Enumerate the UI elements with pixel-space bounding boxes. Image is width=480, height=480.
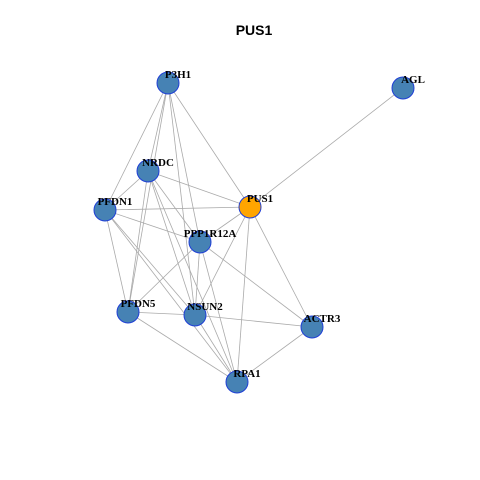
node-label-nsun2: NSUN2 bbox=[187, 301, 223, 313]
edge-ppp1r12a-rpa1 bbox=[199, 241, 238, 383]
edge-actr3-rpa1 bbox=[236, 326, 313, 383]
edge-pus1-actr3 bbox=[249, 206, 313, 328]
edge-nsun2-actr3 bbox=[194, 314, 313, 328]
node-label-agl: AGL bbox=[401, 74, 425, 86]
node-label-actr3: ACTR3 bbox=[304, 313, 341, 325]
edge-nrdc-pus1 bbox=[147, 170, 251, 208]
edge-pfdn1-nsun2 bbox=[104, 209, 196, 316]
node-nrdc[interactable] bbox=[136, 159, 160, 183]
node-ppp1r12a[interactable] bbox=[188, 230, 212, 254]
edge-p3h1-pus1 bbox=[167, 82, 251, 208]
edge-p3h1-ppp1r12a bbox=[167, 82, 201, 243]
edge-p3h1-pfdn5 bbox=[127, 82, 169, 313]
edge-p3h1-nrdc bbox=[147, 82, 169, 172]
edge-pfdn1-pus1 bbox=[104, 206, 251, 211]
edge-ppp1r12a-nsun2 bbox=[194, 241, 201, 316]
edge-nrdc-ppp1r12a bbox=[147, 170, 201, 243]
edge-pfdn1-pfdn5 bbox=[104, 209, 129, 313]
edge-pfdn1-rpa1 bbox=[104, 209, 238, 383]
edge-p3h1-nsun2 bbox=[167, 82, 196, 316]
node-pfdn5[interactable] bbox=[116, 300, 140, 324]
edge-pfdn1-ppp1r12a bbox=[104, 209, 201, 243]
node-label-pfdn1: PFDN1 bbox=[98, 196, 133, 208]
node-agl[interactable] bbox=[391, 76, 415, 100]
node-label-p3h1: P3H1 bbox=[165, 69, 191, 81]
edge-nsun2-rpa1 bbox=[194, 314, 238, 383]
edges-layer bbox=[104, 82, 404, 383]
edge-pus1-rpa1 bbox=[236, 206, 251, 383]
node-label-nrdc: NRDC bbox=[142, 157, 174, 169]
node-actr3[interactable] bbox=[300, 315, 324, 339]
edge-pus1-nsun2 bbox=[194, 206, 251, 316]
edge-nrdc-nsun2 bbox=[147, 170, 196, 316]
edge-p3h1-pfdn1 bbox=[104, 82, 169, 211]
node-pus1[interactable] bbox=[238, 195, 262, 219]
node-label-ppp1r12a: PPP1R12A bbox=[184, 228, 237, 240]
node-rpa1[interactable] bbox=[225, 370, 249, 394]
node-label-pus1: PUS1 bbox=[247, 193, 273, 205]
node-label-rpa1: RPA1 bbox=[233, 368, 260, 380]
node-p3h1[interactable] bbox=[156, 71, 180, 95]
edge-ppp1r12a-pfdn5 bbox=[127, 241, 201, 313]
edge-ppp1r12a-actr3 bbox=[199, 241, 313, 328]
edge-nrdc-rpa1 bbox=[147, 170, 238, 383]
node-label-pfdn5: PFDN5 bbox=[121, 298, 156, 310]
edge-nrdc-pfdn5 bbox=[127, 170, 149, 313]
node-pfdn1[interactable] bbox=[93, 198, 117, 222]
nodes-layer bbox=[93, 71, 415, 394]
node-nsun2[interactable] bbox=[183, 303, 207, 327]
edge-agl-pus1 bbox=[249, 87, 404, 208]
edge-pfdn5-rpa1 bbox=[127, 311, 238, 383]
diagram-title: PUS1 bbox=[236, 22, 273, 38]
